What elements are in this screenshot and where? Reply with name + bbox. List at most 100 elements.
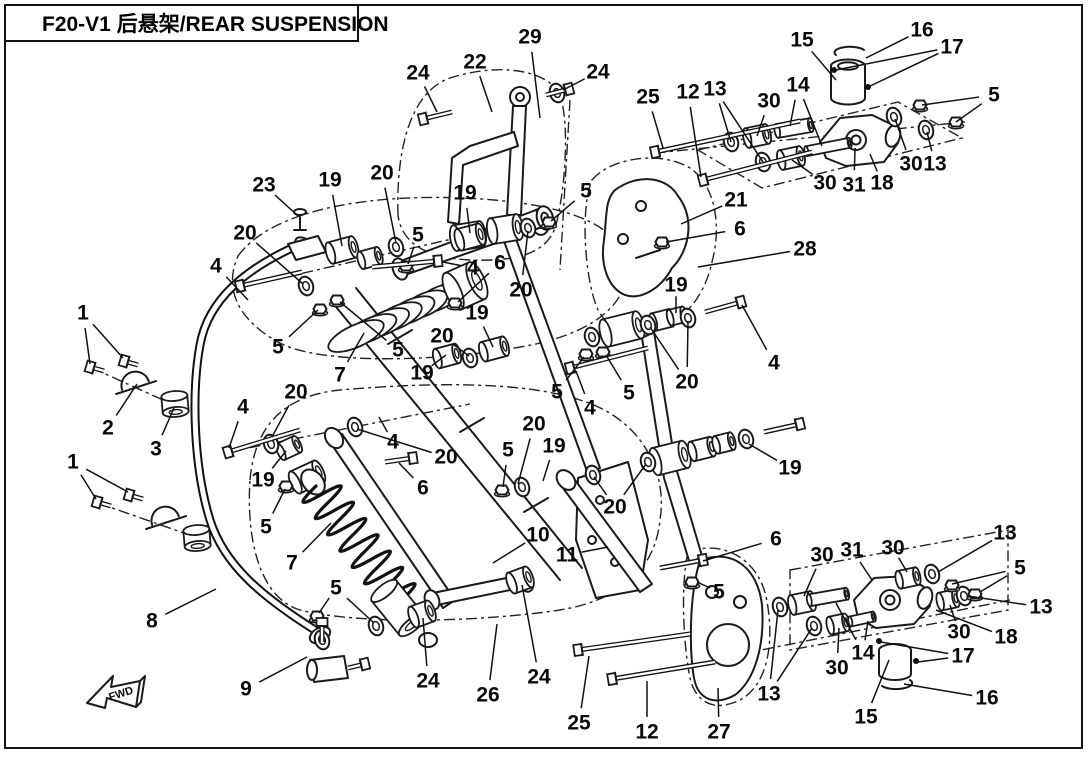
callout-label-30: 30 <box>825 657 848 680</box>
callout-label-7: 7 <box>286 552 298 575</box>
callout-label-12: 12 <box>635 721 658 744</box>
callout-leader <box>649 326 680 370</box>
screw-glyph <box>876 638 882 644</box>
callout-label-24: 24 <box>416 670 440 693</box>
callout-label-10: 10 <box>526 524 549 547</box>
callout-label-5: 5 <box>330 577 342 600</box>
nut-glyph <box>683 576 701 590</box>
bolt-glyph <box>221 427 301 460</box>
callout-label-30: 30 <box>899 153 922 176</box>
callout-leader <box>593 476 608 496</box>
subframe <box>331 287 583 581</box>
callout-leader <box>442 261 462 267</box>
callout-leader <box>301 522 332 553</box>
shock-eye <box>418 632 438 648</box>
callout-label-13: 13 <box>757 683 780 706</box>
bushing-glyph <box>477 335 511 363</box>
callout-label-16: 16 <box>975 687 998 710</box>
bushing-glyph <box>356 245 384 271</box>
callout-label-1: 1 <box>67 451 79 474</box>
bolt-glyph <box>659 552 709 571</box>
callout-leader <box>84 327 91 365</box>
callout-leader <box>864 620 869 641</box>
nut-glyph <box>311 303 329 317</box>
callout-leader <box>776 627 813 682</box>
callout-label-13: 13 <box>1029 596 1052 619</box>
callout-label-5: 5 <box>392 339 404 362</box>
callout-leader <box>542 459 551 482</box>
callout-leader <box>479 75 493 113</box>
callout-leader <box>346 332 365 363</box>
callout-leader <box>949 604 957 622</box>
callout-leader <box>741 304 768 351</box>
callout-label-24: 24 <box>406 62 430 85</box>
callout-leader <box>575 370 586 395</box>
washer-glyph <box>387 236 405 258</box>
nut-glyph <box>577 348 595 362</box>
bolt-glyph <box>384 450 419 466</box>
callout-label-4: 4 <box>210 255 222 278</box>
callout-label-20: 20 <box>284 381 307 404</box>
bolt-glyph <box>572 631 691 658</box>
bushing-glyph <box>182 524 212 552</box>
callout-leader <box>346 597 375 624</box>
callout-label-14: 14 <box>851 642 875 665</box>
washer-glyph <box>513 476 531 498</box>
stabilizer-clamps <box>115 370 188 530</box>
callout-label-25: 25 <box>567 712 591 735</box>
bolt-glyph <box>90 494 112 510</box>
callout-label-13: 13 <box>703 78 726 101</box>
callout-label-20: 20 <box>233 222 256 245</box>
callout-label-20: 20 <box>603 496 626 519</box>
callout-leader <box>492 542 526 564</box>
callout-leader <box>937 539 993 573</box>
bolt-glyph <box>347 656 372 672</box>
callout-leader <box>580 655 590 709</box>
page-border <box>4 4 1083 749</box>
bushing-glyph <box>711 431 737 455</box>
callout-leader <box>837 627 840 654</box>
center-knuckle-bracket <box>602 178 690 298</box>
callout-leader <box>811 50 837 81</box>
callout-label-6: 6 <box>770 528 782 551</box>
callout-leader <box>789 99 796 127</box>
callout-label-22: 22 <box>463 51 486 74</box>
washer-glyph <box>583 326 601 348</box>
bolt-glyph <box>117 353 139 369</box>
callout-label-20: 20 <box>430 325 453 348</box>
callout-label-20: 20 <box>509 279 532 302</box>
callout-leader <box>384 187 397 244</box>
callout-leader <box>407 246 415 265</box>
callout-label-31: 31 <box>842 174 866 197</box>
knuckle-kit-top <box>819 45 902 167</box>
callout-label-29: 29 <box>518 26 541 49</box>
nut-glyph <box>911 99 929 113</box>
bolt-glyph <box>371 254 444 270</box>
callout-label-1: 1 <box>77 302 89 325</box>
bolt-glyph <box>315 617 329 642</box>
bushing-glyph <box>825 612 851 636</box>
callout-label-18: 18 <box>994 626 1018 649</box>
callout-leader <box>258 656 308 683</box>
callout-label-5: 5 <box>713 581 725 604</box>
callout-leader <box>722 101 764 163</box>
callout-label-30: 30 <box>810 544 833 567</box>
callout-leader <box>859 561 873 581</box>
fwd-marker: FWD <box>86 675 146 709</box>
callout-leader <box>853 147 856 171</box>
washer-glyph <box>461 347 479 369</box>
bolt-glyph <box>704 294 748 315</box>
callout-leader <box>894 118 907 151</box>
screw-glyph <box>913 658 919 664</box>
bolt-glyph <box>648 118 801 160</box>
callout-leader <box>769 609 779 680</box>
callout-label-19: 19 <box>251 469 274 492</box>
callout-leader <box>288 309 319 338</box>
callout-label-16: 16 <box>910 19 933 42</box>
callout-label-5: 5 <box>1014 557 1026 580</box>
callout-leader <box>803 568 817 597</box>
callout-leader <box>274 194 299 217</box>
washer-glyph <box>805 615 823 637</box>
